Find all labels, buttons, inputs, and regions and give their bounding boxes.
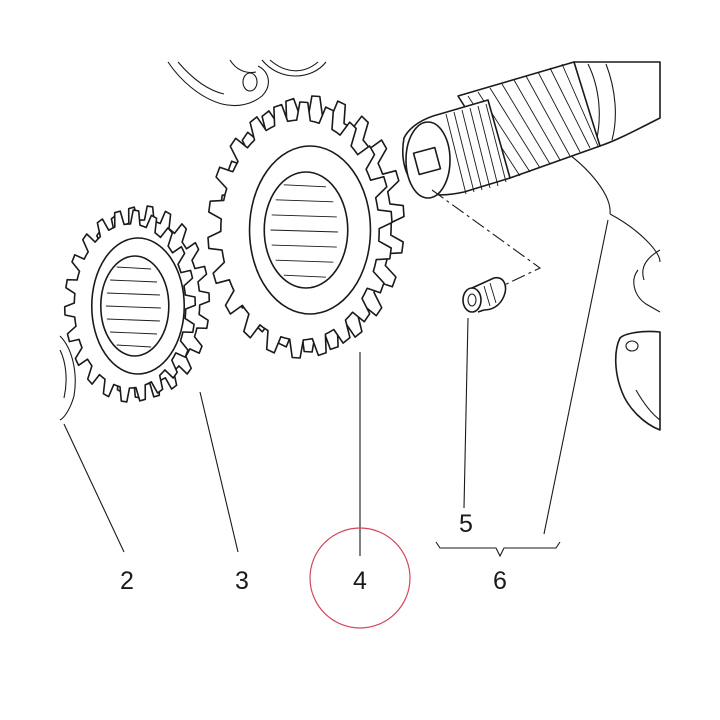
shaft-end-socket: [412, 146, 442, 176]
gear-3-group-internal-splines: [105, 266, 161, 348]
leader-line-6: [543, 219, 609, 535]
leader-line-2: [63, 423, 125, 553]
gear-4-group-internal-splines: [270, 184, 338, 278]
leader-line-3: [199, 391, 239, 553]
gear-3: [63, 205, 211, 403]
housing-left-fragment: [59, 335, 76, 421]
gear-4-group-bore: [263, 171, 349, 289]
gear-3-group-bore: [100, 255, 170, 357]
shaft-threads: [445, 103, 507, 195]
housing-top-fragment: [167, 59, 327, 107]
plug-bushing: [462, 276, 507, 313]
bracket-6: [435, 541, 561, 558]
callout-4-highlight-circle: [309, 527, 411, 629]
leader-line-5: [463, 317, 469, 509]
shaft-assembly: [402, 61, 661, 289]
gear-4: [207, 95, 405, 359]
leader-lines: [63, 219, 609, 558]
callout-label-6: 6: [493, 567, 507, 595]
callout-label-5: 5: [459, 510, 473, 538]
callout-label-4: 4: [353, 567, 367, 595]
assembly-axis-line: [431, 189, 542, 289]
housing-right-fragment: [614, 249, 661, 431]
callout-label-3: 3: [235, 567, 249, 595]
callout-label-2: 2: [120, 567, 134, 595]
